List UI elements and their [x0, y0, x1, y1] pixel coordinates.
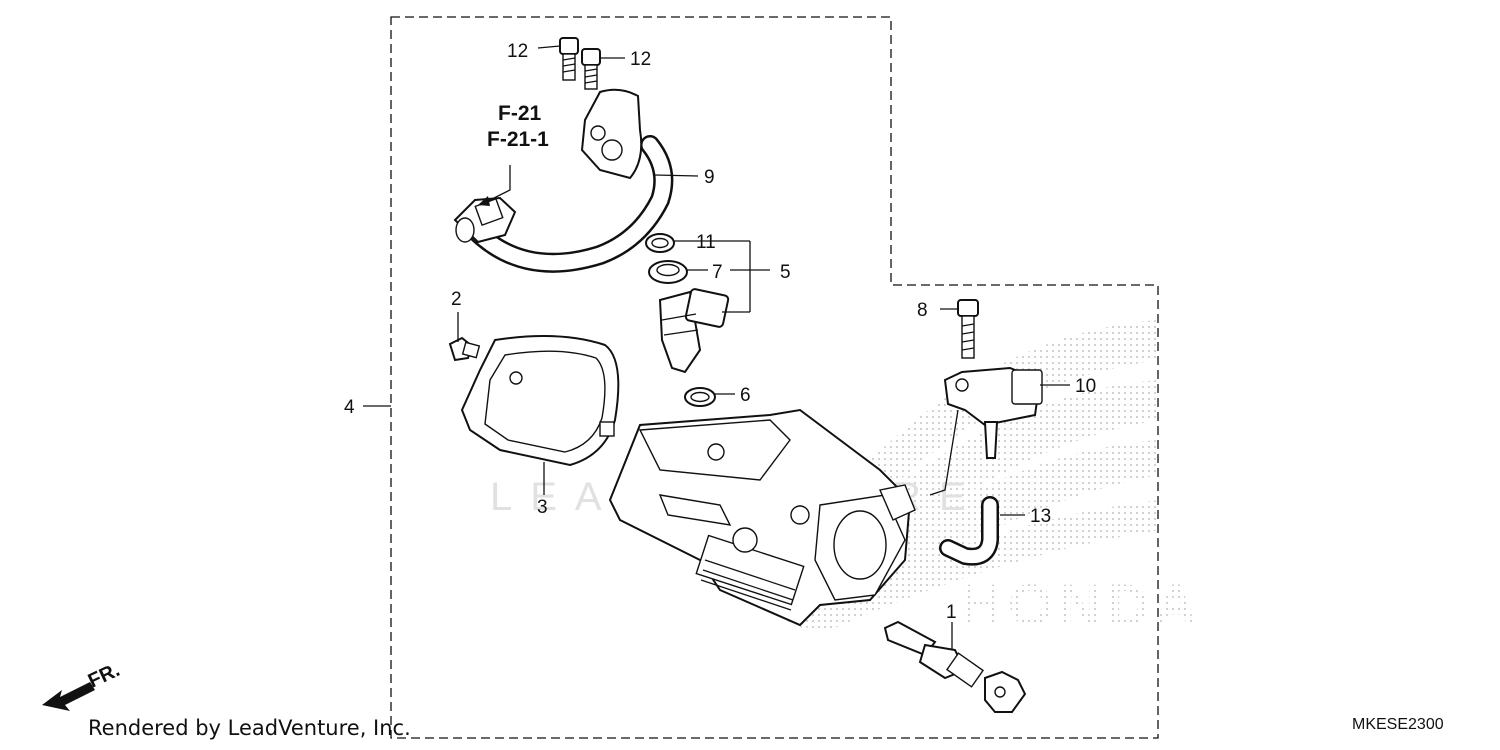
hose-13 — [939, 496, 999, 566]
seal-7 — [648, 260, 688, 284]
leader-lines — [363, 45, 1070, 650]
svg-text:HONDA: HONDA — [960, 573, 1203, 638]
bolt-8 — [957, 299, 979, 359]
bolt-12-a — [559, 37, 579, 81]
callout-12b: 12 — [630, 49, 651, 70]
bolt-12-b — [581, 48, 601, 90]
callout-13: 13 — [1030, 506, 1051, 527]
reference-f21: F-21 — [498, 102, 542, 125]
fuel-injector — [658, 288, 730, 374]
fuel-hose — [453, 88, 674, 273]
credit-text: Rendered by LeadVenture, Inc. — [88, 716, 411, 740]
callout-7: 7 — [712, 262, 723, 283]
map-sensor — [943, 366, 1043, 459]
reference-f21-1: F-21-1 — [487, 128, 549, 151]
callout-6: 6 — [740, 385, 751, 406]
callout-4: 4 — [344, 397, 355, 418]
o-ring-6 — [684, 387, 716, 407]
callout-1: 1 — [946, 602, 957, 623]
callout-5: 5 — [780, 262, 791, 283]
assembly-outline — [390, 16, 1159, 739]
callout-3: 3 — [537, 497, 548, 518]
callout-12a: 12 — [507, 41, 528, 62]
callout-2: 2 — [451, 289, 462, 310]
callout-9: 9 — [704, 167, 715, 188]
idle-control — [883, 620, 1027, 713]
callout-11: 11 — [696, 232, 716, 253]
cover-3 — [460, 335, 620, 467]
callout-10: 10 — [1075, 376, 1096, 397]
throttle-body — [608, 408, 916, 627]
screw-2 — [448, 336, 481, 362]
diagram-code: MKESE2300 — [1352, 716, 1444, 733]
front-arrow-icon — [42, 682, 95, 711]
callout-8: 8 — [917, 300, 928, 321]
